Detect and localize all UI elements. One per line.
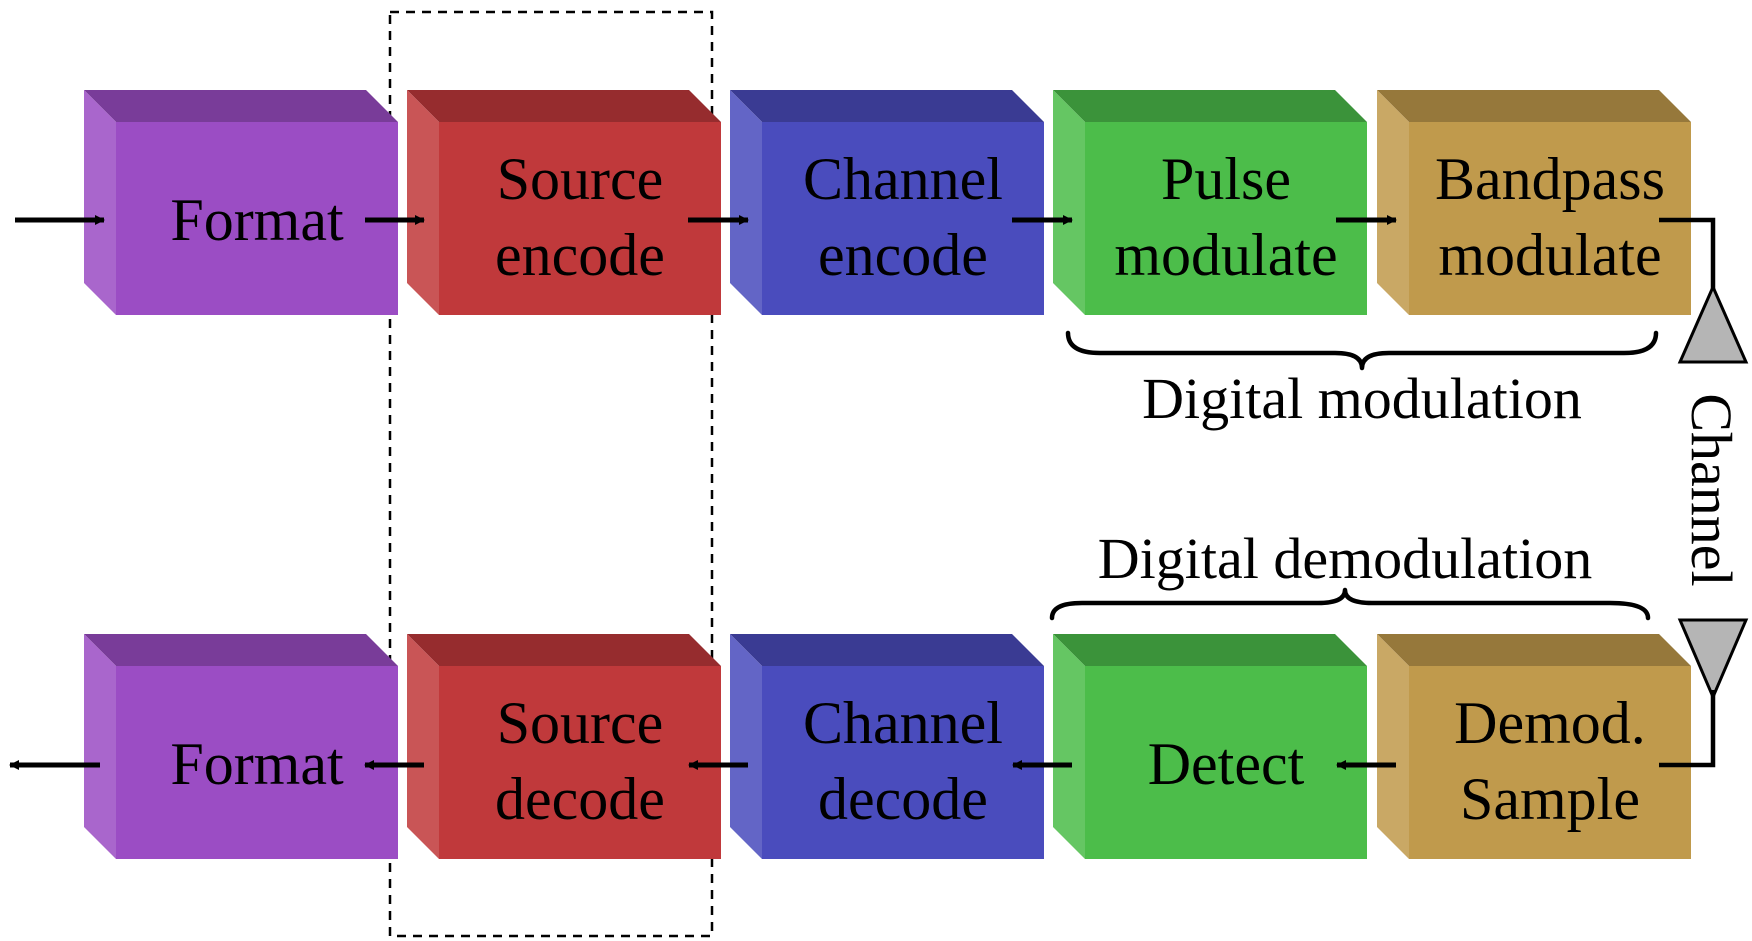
tx-channel-encode-block: Channel encode <box>730 90 1044 315</box>
tx-pulse-modulate-top-face <box>1053 90 1367 122</box>
tx-channel-encode-label-line2: encode <box>818 222 988 288</box>
tx-format-top-face <box>84 90 398 122</box>
rx-demod-sample-label-line2: Sample <box>1460 766 1640 832</box>
rx-format-top-face <box>84 634 398 666</box>
tx-format-label-line1: Format <box>170 187 344 253</box>
rx-demod-sample-block: Demod. Sample <box>1377 634 1691 859</box>
rx-format-front-face <box>116 666 398 859</box>
tx-channel-encode-side-face <box>730 90 762 315</box>
tx-bandpass-modulate-top-face <box>1377 90 1691 122</box>
receive-antenna-icon <box>1677 618 1749 701</box>
digital-demodulation-label: Digital demodulation <box>1098 526 1593 591</box>
tx-pulse-modulate-label-line1: Pulse <box>1161 146 1291 212</box>
tx-source-encode-label-line1: Source <box>497 146 664 212</box>
rx-detect-label-line1: Detect <box>1148 731 1305 797</box>
source-coding-dashed-box <box>388 10 714 938</box>
rx-format-block: Format <box>84 634 398 859</box>
rx-channel-decode-top-face <box>730 634 1044 666</box>
tx-bandpass-modulate-front-face <box>1409 122 1691 315</box>
tx-pulse-modulate-label-line2: modulate <box>1114 222 1337 288</box>
tx-source-encode-block: Source encode <box>407 90 721 315</box>
tx-bandpass-modulate-side-face <box>1377 90 1409 315</box>
rx-detect-top-face <box>1053 634 1367 666</box>
tx-pulse-modulate-side-face <box>1053 90 1085 315</box>
tx-format-side-face <box>84 90 116 315</box>
tx-pulse-modulate-block: Pulse modulate <box>1053 90 1367 315</box>
transmit-antenna-icon <box>1677 283 1749 364</box>
tx-bandpass-modulate-label-line2: modulate <box>1438 222 1661 288</box>
rx-demod-sample-front-face <box>1409 666 1691 859</box>
tx-channel-encode-top-face <box>730 90 1044 122</box>
tx-format-front-face <box>116 122 398 315</box>
rx-channel-decode-block: Channel decode <box>730 634 1044 859</box>
rx-detect-front-face <box>1085 666 1367 859</box>
tx-bandpass-modulate-block: Bandpass modulate <box>1377 90 1691 315</box>
rx-channel-decode-label-line2: decode <box>818 766 988 832</box>
modulation-brace <box>1065 330 1659 371</box>
rx-format-side-face <box>84 634 116 859</box>
tx-format-block: Format <box>84 90 398 315</box>
rx-detect-side-face <box>1053 634 1085 859</box>
rx-source-decode-top-face <box>407 634 721 666</box>
rx-channel-decode-label-line1: Channel <box>803 690 1003 756</box>
rx-source-decode-side-face <box>407 634 439 859</box>
rx-channel-decode-side-face <box>730 634 762 859</box>
tx-channel-encode-label-line1: Channel <box>803 146 1003 212</box>
digital-modulation-group: Digital modulation <box>1065 330 1659 431</box>
demodulation-brace <box>1049 587 1651 621</box>
rx-detect-block: Detect <box>1053 634 1367 859</box>
rx-source-decode-front-face <box>439 666 721 859</box>
rx-demod-sample-top-face <box>1377 634 1691 666</box>
receive-feed-line <box>1659 690 1716 768</box>
blocks-layer: FormatSourceencodeChannelencodePulsemodu… <box>84 90 1691 859</box>
rx-channel-decode-front-face <box>762 666 1044 859</box>
tx-pulse-modulate-front-face <box>1085 122 1367 315</box>
tx-source-encode-label-line2: encode <box>495 222 665 288</box>
rx-demod-sample-side-face <box>1377 634 1409 859</box>
digital-modulation-label: Digital modulation <box>1142 366 1582 431</box>
rx-demod-sample-label-line1: Demod. <box>1454 690 1646 756</box>
channel-label: Channel <box>1679 393 1744 586</box>
rx-source-decode-block: Source decode <box>407 634 721 859</box>
tx-source-encode-top-face <box>407 90 721 122</box>
channel-link: Channel <box>1659 217 1749 768</box>
tx-bandpass-modulate-label-line1: Bandpass <box>1435 146 1665 212</box>
digital-demodulation-group: Digital demodulation <box>1049 526 1651 621</box>
rx-source-decode-label-line1: Source <box>497 690 664 756</box>
tx-source-encode-front-face <box>439 122 721 315</box>
rx-source-decode-label-line2: decode <box>495 766 665 832</box>
tx-channel-encode-front-face <box>762 122 1044 315</box>
transmit-feed-line <box>1659 217 1716 305</box>
tx-source-encode-side-face <box>407 90 439 315</box>
rx-format-label-line1: Format <box>170 731 344 797</box>
